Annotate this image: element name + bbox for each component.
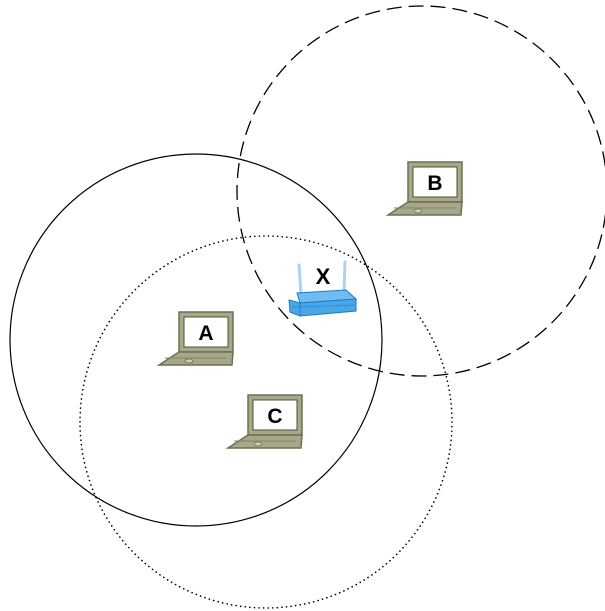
laptop-icon [387, 161, 463, 216]
laptop-icon [227, 394, 303, 449]
laptop-icon [158, 311, 234, 366]
laptop-c: C [227, 394, 303, 449]
range-b-circle [236, 5, 605, 377]
laptop-b: B [387, 161, 463, 216]
range-c-circle [79, 235, 453, 609]
wireless-router-icon [288, 260, 358, 317]
router-x: X [288, 260, 358, 317]
range-a-circle [9, 153, 383, 527]
laptop-a: A [158, 311, 234, 366]
laptop-a-label: A [198, 322, 213, 345]
laptop-c-label: C [267, 405, 282, 428]
router-x-label: X [316, 264, 331, 289]
laptop-b-label: B [427, 172, 442, 195]
